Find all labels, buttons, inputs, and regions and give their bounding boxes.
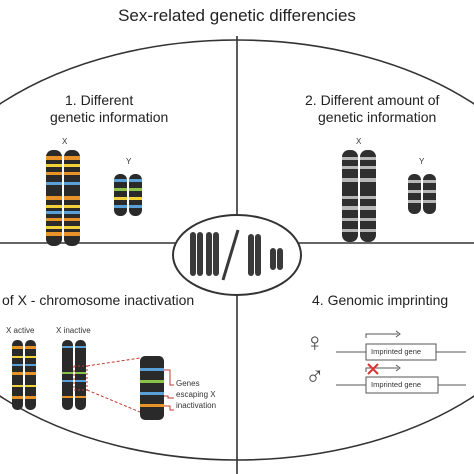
q3-x-active-chromosome xyxy=(12,340,36,410)
q3-escape-line1: Genes xyxy=(176,379,200,388)
q3-x-inactive-label: X inactive xyxy=(56,326,91,335)
q4-female-gene-label: Imprinted gene xyxy=(371,347,422,356)
q1-x-label: X xyxy=(62,137,68,146)
q3-escape-line3: inactivation xyxy=(176,401,217,410)
q3-x-inactive-chromosome xyxy=(62,340,86,410)
q2-x-chromosome xyxy=(342,150,376,242)
q2-y-chromosome xyxy=(408,174,436,214)
page-title: Sex-related genetic differencies xyxy=(118,6,356,25)
q2-heading-line2: genetic information xyxy=(318,109,437,125)
center-ellipse xyxy=(172,214,302,296)
q1-x-chromosome xyxy=(46,150,80,246)
q3-heading: of X - chromosome inactivation xyxy=(2,292,195,308)
zoom-box xyxy=(73,365,88,391)
male-icon: ♂ xyxy=(305,361,325,391)
q4-heading: 4. Genomic imprinting xyxy=(312,292,449,308)
q4-male-line xyxy=(336,363,466,394)
q3-x-active-label: X active xyxy=(6,326,35,335)
q2-heading-line1: 2. Different amount of xyxy=(305,92,440,108)
female-icon: ♀ xyxy=(305,327,325,357)
q3-escape-line2: escaping X xyxy=(176,390,216,399)
q1-y-label: Y xyxy=(126,157,132,166)
q2-x-label: X xyxy=(356,137,362,146)
q3-zoomed-chromosome xyxy=(140,356,164,420)
escape-arrows xyxy=(164,369,174,411)
q1-y-chromosome xyxy=(114,174,142,216)
center-chromosomes xyxy=(190,229,283,281)
q4-female-line xyxy=(336,330,466,361)
q1-heading-line2: genetic information xyxy=(50,109,169,125)
q2-y-label: Y xyxy=(419,157,425,166)
q4-male-gene-label: Imprinted gene xyxy=(371,380,422,389)
q1-heading-line1: 1. Different xyxy=(65,92,134,108)
